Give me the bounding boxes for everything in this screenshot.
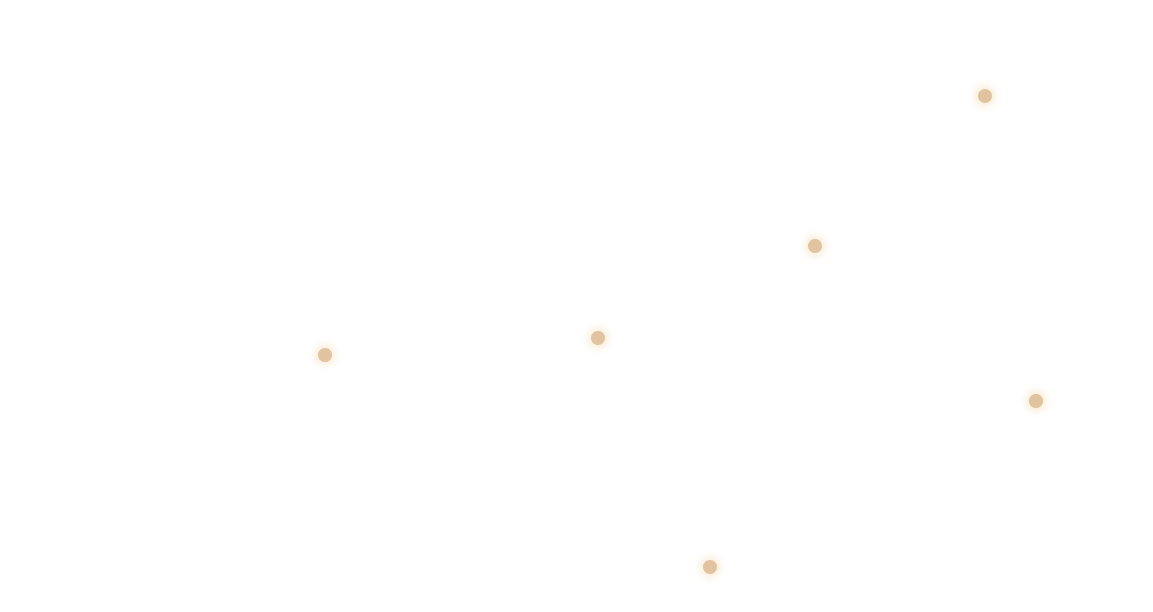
glowing-dot [1029,394,1043,408]
glowing-dot [703,560,717,574]
glowing-dot [591,331,605,345]
glowing-dot [808,239,822,253]
glowing-dot [978,89,992,103]
glowing-dot [318,348,332,362]
